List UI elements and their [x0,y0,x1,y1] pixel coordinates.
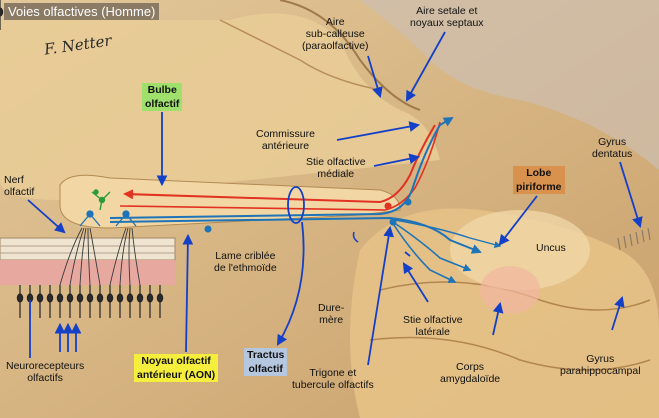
tract-node-blue [404,198,412,206]
trigone-node [389,218,397,226]
blue-pathway-medial [109,116,454,219]
blue-pathway-lateral-3 [391,221,457,283]
dentate-gyrus [617,227,651,251]
receptor-neuron-row [16,285,164,318]
tract-oval [287,186,305,224]
dura-mater-marker [352,231,359,243]
blue-pathway-lateral-2 [389,219,472,272]
uncus-region [450,210,590,290]
label-arrows [27,31,643,366]
label-uncus: Uncus [536,242,566,254]
aon-node [204,225,212,233]
cribriform-plate [0,237,176,261]
olfactory-nerve-bundles [59,227,141,286]
frontal-lobe [0,13,440,201]
receptor-neurons [0,0,4,30]
diagram-title: Voies olfactives (Homme) [4,3,160,20]
amygdala-region [480,266,540,314]
red-pathway-upper [123,124,436,204]
label-dure-mere: Dure-mère [318,302,345,326]
granule-cells [91,189,111,211]
receptor-arrows [54,322,82,352]
septal-area [360,0,659,170]
blue-pathway-lateral-4 [394,219,502,248]
tract-node-red [384,202,392,210]
red-pathway-lower [119,121,441,211]
mitral-cells [79,210,137,227]
